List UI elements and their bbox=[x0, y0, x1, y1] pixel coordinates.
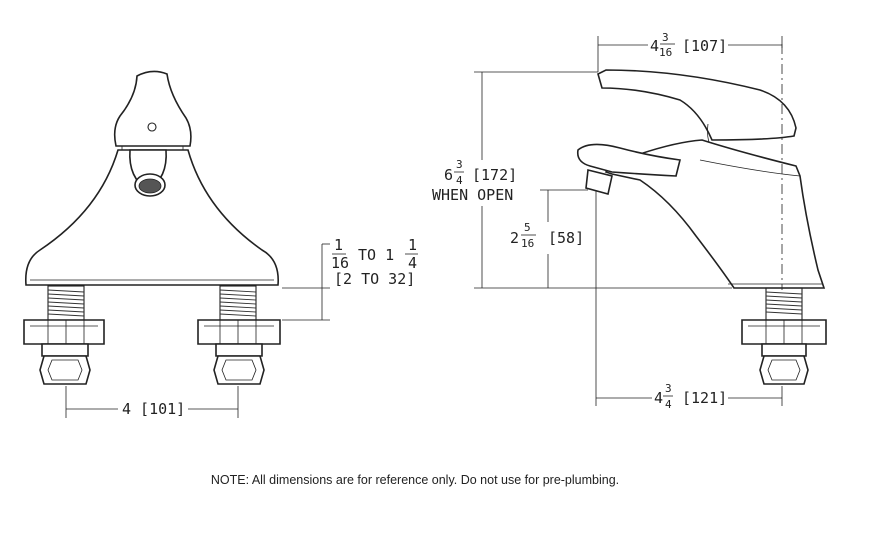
deck-metric: [2 TO 32] bbox=[334, 270, 415, 288]
depth-metric: [121] bbox=[682, 389, 727, 407]
reach-metric: [107] bbox=[682, 37, 727, 55]
depth-num: 3 bbox=[665, 382, 672, 395]
spout-h-den: 16 bbox=[521, 237, 534, 250]
height-den: 4 bbox=[456, 174, 463, 187]
side-shank bbox=[741, 287, 827, 385]
reach-num: 3 bbox=[662, 31, 669, 44]
deck-num1: 1 bbox=[334, 236, 343, 254]
height-num: 3 bbox=[456, 158, 463, 171]
deck-num2: 1 bbox=[408, 236, 417, 254]
shank-spacing-label: 4 [101] bbox=[122, 400, 185, 418]
front-aerator-screen bbox=[138, 178, 162, 194]
spout-h-metric: [58] bbox=[548, 229, 584, 247]
front-lever-handle bbox=[113, 70, 192, 147]
deck-den2: 4 bbox=[408, 254, 417, 272]
front-faucet-body bbox=[24, 149, 279, 286]
spout-h-whole: 2 bbox=[510, 229, 519, 247]
reach-den: 16 bbox=[659, 46, 672, 59]
side-aerator bbox=[585, 169, 613, 195]
reference-note: NOTE: All dimensions are for reference o… bbox=[210, 473, 620, 487]
side-view: 4 3 16 [107] 6 3 4 [172] WHEN OPEN 2 5 bbox=[432, 31, 827, 411]
spout-reach-dimension: 4 3 16 [107] bbox=[597, 31, 783, 72]
side-spout bbox=[576, 143, 681, 177]
height-open-dimension: 6 3 4 [172] WHEN OPEN bbox=[432, 71, 732, 289]
right-shank bbox=[197, 285, 281, 385]
height-whole: 6 bbox=[444, 166, 453, 184]
deck-thickness-dimension: 1 16 TO 1 1 4 [2 TO 32] bbox=[282, 236, 418, 321]
height-caption: WHEN OPEN bbox=[432, 186, 513, 204]
base-depth-dimension: 4 3 4 [121] bbox=[595, 190, 783, 411]
spout-h-num: 5 bbox=[524, 221, 531, 234]
shank-spacing-dimension: 4 [101] bbox=[65, 386, 239, 418]
front-handle-screw bbox=[147, 122, 157, 132]
deck-to: TO 1 bbox=[358, 246, 394, 264]
deck-den1: 16 bbox=[331, 254, 349, 272]
front-view: 4 [101] 1 16 TO 1 1 4 [2 TO 32] bbox=[23, 70, 418, 418]
depth-den: 4 bbox=[665, 398, 672, 411]
height-metric: [172] bbox=[472, 166, 517, 184]
spout-height-dimension: 2 5 16 [58] bbox=[510, 189, 588, 288]
depth-whole: 4 bbox=[654, 389, 663, 407]
side-lever-handle bbox=[597, 69, 797, 141]
reach-whole: 4 bbox=[650, 37, 659, 55]
left-shank bbox=[23, 285, 105, 385]
